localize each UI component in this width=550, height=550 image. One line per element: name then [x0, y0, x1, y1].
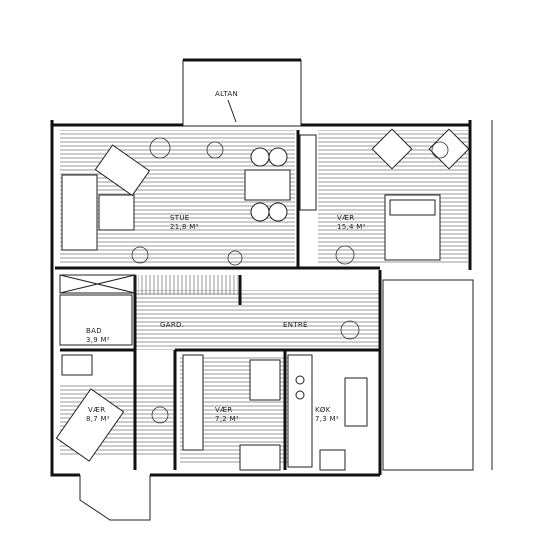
room-name-stue: STUE — [170, 214, 189, 222]
living-furniture — [61, 134, 317, 251]
room-area-bad: 3,9 M² — [86, 336, 110, 344]
room-name-gard: GARD. — [160, 321, 184, 329]
kitchen-furniture — [287, 354, 368, 471]
room-area-vaer-3: 7,2 M² — [215, 415, 239, 423]
room-area-vaer-2: 8,7 M² — [86, 415, 110, 423]
plants — [131, 137, 449, 424]
room-area-kok: 7,3 M² — [315, 415, 339, 423]
interior-walls — [55, 130, 474, 471]
room-name-bad: BAD — [86, 327, 102, 335]
room-name-kok: KØK — [315, 406, 331, 414]
room-labels: ALTAN STUE 21,8 M² VÆR 15,4 M² BAD 3,9 M… — [86, 90, 366, 423]
bathroom-fixtures — [59, 294, 133, 376]
room-area-vaer-1: 15,4 M² — [337, 223, 366, 231]
balcony — [182, 58, 302, 127]
bedroom-furniture — [371, 128, 470, 261]
room-area-stue: 21,8 M² — [170, 223, 199, 231]
room-name-altan: ALTAN — [215, 90, 238, 98]
room-name-vaer-2: VÆR — [88, 406, 105, 414]
room-name-entre: ENTRÉ — [283, 320, 308, 329]
room-name-vaer-1: VÆR — [337, 214, 354, 222]
outer-walls — [50, 120, 493, 521]
room-name-vaer-3: VÆR — [215, 406, 232, 414]
bedroom-small-furniture — [55, 354, 281, 471]
